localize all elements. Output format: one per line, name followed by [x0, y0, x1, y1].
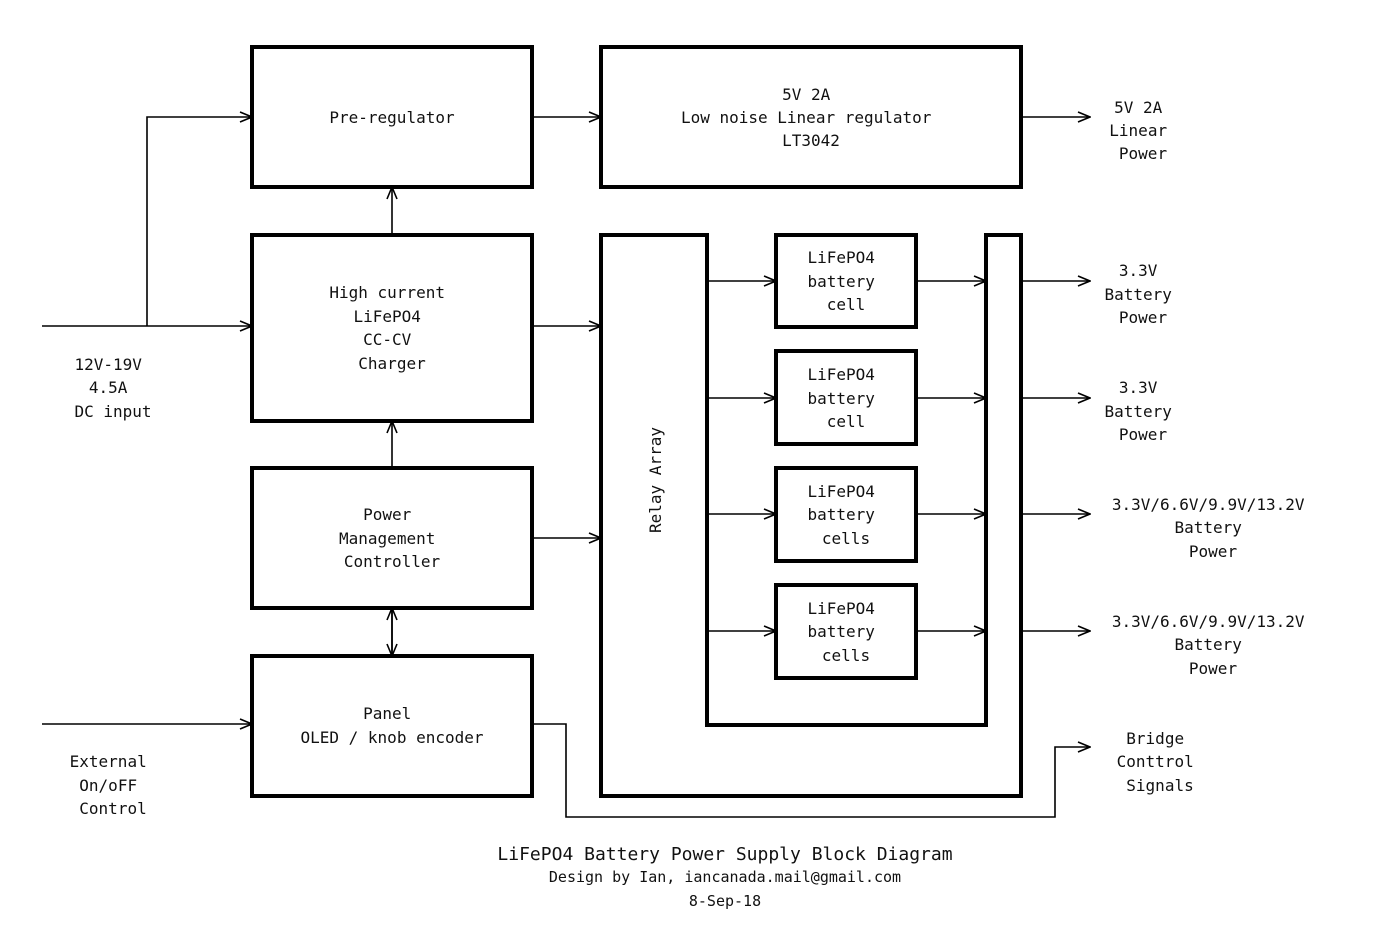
pre-regulator-block	[250, 45, 534, 189]
output-label-battery-3: 3.3V/6.6V/9.9V/13.2V Battery Power	[1112, 495, 1314, 561]
linear-regulator-label: 5V 2A Low noise Linear regulator LT3042	[681, 85, 941, 150]
cell-label-3: LiFePO4 battery cells	[807, 482, 884, 548]
relay-array-label: Relay Array	[646, 427, 665, 533]
diagram-title: LiFePO4 Battery Power Supply Block Diagr…	[497, 844, 952, 865]
charger-label: High current LiFePO4 CC-CV Charger	[329, 283, 454, 373]
output-label-linear: 5V 2A Linear Power	[1109, 98, 1176, 163]
cell-block-2	[774, 349, 918, 446]
cell-block-4	[774, 583, 918, 680]
linear-regulator-block	[599, 45, 1023, 189]
panel-block	[250, 654, 534, 798]
pre-regulator-label: Pre-regulator	[329, 108, 455, 127]
bridge-control-arrow	[532, 723, 1090, 818]
output-label-battery-4: 3.3V/6.6V/9.9V/13.2V Battery Power	[1112, 612, 1314, 678]
cell-label-1: LiFePO4 battery cell	[807, 248, 884, 314]
cell-label-4: LiFePO4 battery cells	[807, 599, 884, 665]
dc-input-to-preregulator-arrow	[146, 117, 252, 326]
charger-block	[250, 233, 534, 423]
panel-label: Panel OLED / knob encoder	[300, 704, 483, 747]
design-credit: Design by Ian, iancanada.mail@gmail.com	[549, 868, 901, 886]
cell-label-2: LiFePO4 battery cell	[807, 365, 884, 431]
output-label-bridge: Bridge Conttrol Signals	[1117, 729, 1204, 795]
output-label-battery-1: 3.3V Battery Power	[1104, 261, 1181, 327]
output-label-battery-2: 3.3V Battery Power	[1104, 378, 1181, 444]
external-control-label: External On/oFF Control	[70, 752, 157, 818]
power-management-label: Power Management Controller	[339, 505, 445, 571]
design-date: 8-Sep-18	[689, 892, 761, 910]
dc-input-label: 12V-19V 4.5A DC input	[74, 355, 151, 421]
